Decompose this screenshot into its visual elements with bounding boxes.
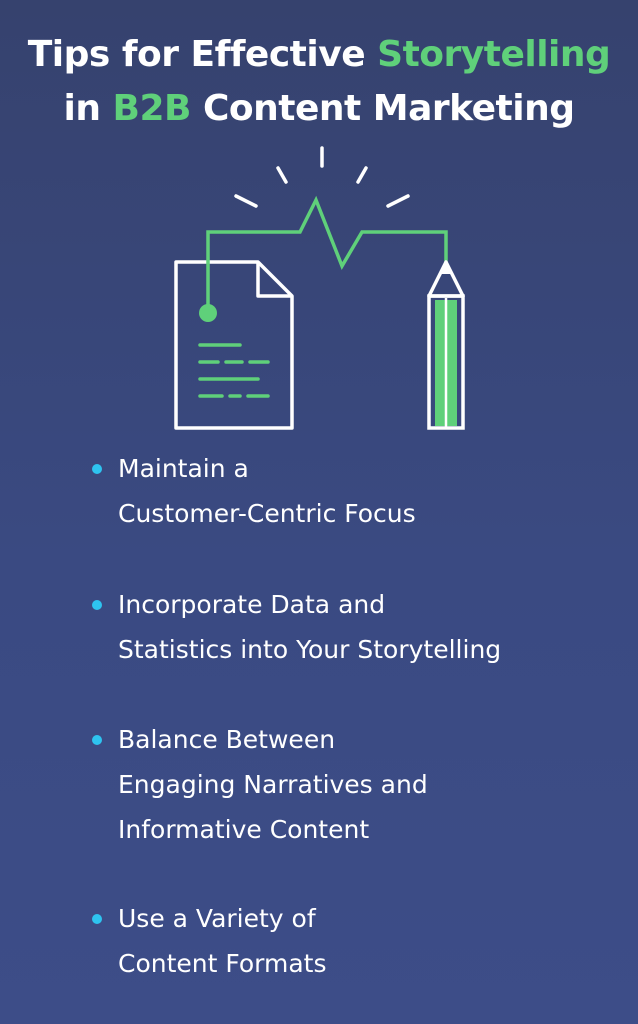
title-line-2: in B2B Content Marketing [0, 82, 638, 136]
title-text: Content Marketing [190, 88, 575, 129]
page-title: Tips for Effective Storytelling in B2B C… [0, 28, 638, 136]
tip-text: Maintain a Customer-Centric Focus [118, 446, 598, 536]
tip-line: Informative Content [118, 815, 370, 844]
bullet-icon [92, 464, 102, 474]
title-line-1: Tips for Effective Storytelling [0, 28, 638, 82]
tip-line: Incorporate Data and [118, 590, 386, 619]
storytelling-illustration [174, 146, 465, 430]
tip-text: Balance Between Engaging Narratives and … [118, 717, 598, 852]
spark-rays-icon [234, 146, 410, 208]
tip-line: Use a Variety of [118, 904, 316, 933]
tip-text: Incorporate Data and Statistics into You… [118, 582, 598, 672]
title-highlight-b2b: B2B [112, 88, 192, 129]
tip-line: Maintain a [118, 454, 249, 483]
bullet-icon [92, 914, 102, 924]
bullet-icon [92, 600, 102, 610]
tip-line: Engaging Narratives and [118, 770, 428, 799]
title-highlight-storytelling: Storytelling [377, 34, 611, 75]
tip-line: Statistics into Your Storytelling [118, 635, 502, 664]
title-text: in [63, 88, 113, 129]
pencil-icon [427, 260, 465, 430]
pulse-line-icon [199, 195, 448, 322]
tip-line: Balance Between [118, 725, 336, 754]
title-text: Tips for Effective [27, 34, 378, 75]
tip-line: Customer-Centric Focus [118, 499, 416, 528]
tip-text: Use a Variety of Content Formats [118, 896, 598, 986]
document-icon [174, 260, 294, 430]
bullet-icon [92, 735, 102, 745]
tip-line: Content Formats [118, 949, 327, 978]
